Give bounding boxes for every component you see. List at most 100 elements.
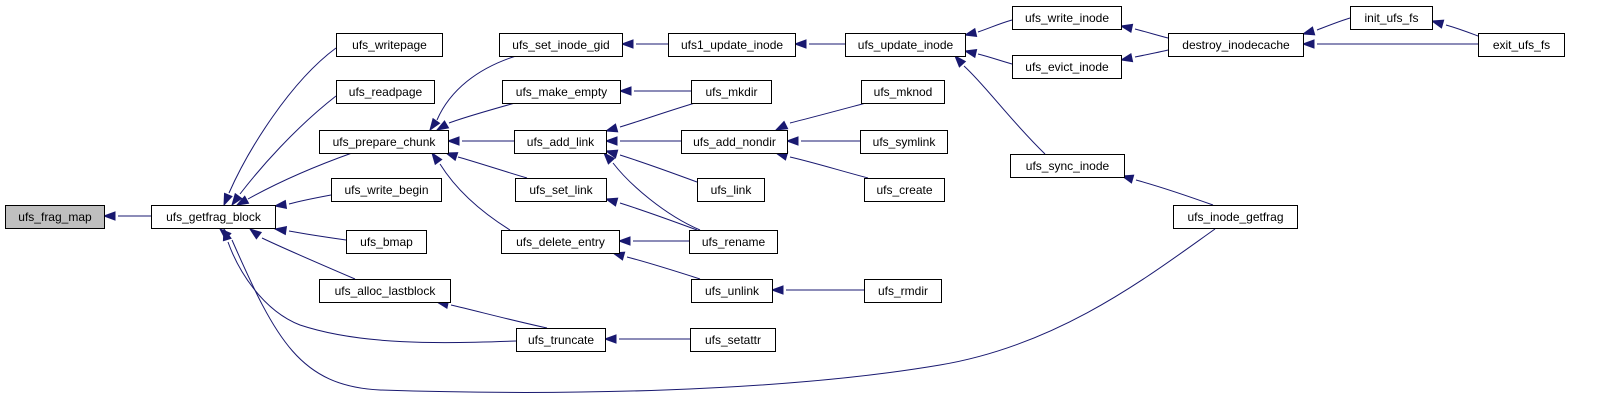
node-box[interactable] — [691, 80, 772, 104]
node-box[interactable] — [1012, 6, 1122, 30]
node-ufs-link[interactable]: ufs_link — [697, 178, 765, 202]
node-ufs-write-inode[interactable]: ufs_write_inode — [1012, 6, 1122, 30]
node-ufs-add-link[interactable]: ufs_add_link — [514, 130, 607, 154]
node-ufs-bmap[interactable]: ufs_bmap — [346, 230, 427, 254]
arrowhead-icon — [785, 136, 799, 146]
node-box[interactable] — [1350, 6, 1433, 30]
nodes-layer: ufs_frag_map ufs_getfrag_block ufs_writepa… — [5, 6, 1565, 352]
node-box[interactable] — [5, 205, 105, 229]
node-ufs-add-nondir[interactable]: ufs_add_nondir — [681, 130, 788, 154]
node-box[interactable] — [331, 178, 442, 202]
node-box[interactable] — [1012, 55, 1122, 79]
node-box[interactable] — [501, 230, 620, 254]
node-ufs-rmdir[interactable]: ufs_rmdir — [864, 279, 942, 303]
node-ufs-symlink[interactable]: ufs_symlink — [860, 130, 948, 154]
node-ufs-writepage[interactable]: ufs_writepage — [336, 33, 443, 57]
node-box[interactable] — [691, 279, 773, 303]
node-box[interactable] — [864, 279, 942, 303]
node-ufs-write-begin[interactable]: ufs_write_begin — [331, 178, 442, 202]
edge-ufs_sync_inode-to-ufs_update_inode — [954, 54, 1046, 155]
node-ufs-readpage[interactable]: ufs_readpage — [336, 80, 435, 104]
node-box[interactable] — [514, 130, 607, 154]
node-box[interactable] — [515, 178, 607, 202]
node-box[interactable] — [319, 279, 451, 303]
node-ufs-inode-getfrag[interactable]: ufs_inode_getfrag — [1173, 205, 1298, 229]
edge-ufs_symlink-to-ufs_add_nondir — [785, 136, 860, 146]
node-ufs-create[interactable]: ufs_create — [864, 178, 945, 202]
edge-ufs_alloc_lastblock-to-ufs_getfrag_block — [248, 228, 356, 280]
arrowhead-icon — [102, 211, 116, 221]
node-ufs-setattr[interactable]: ufs_setattr — [690, 328, 776, 352]
node-box[interactable] — [861, 80, 945, 104]
node-ufs-make-empty[interactable]: ufs_make_empty — [502, 80, 621, 104]
node-box[interactable] — [499, 33, 623, 57]
edge-ufs_mkdir-to-ufs_add_link — [604, 102, 696, 133]
edge-ufs_unlink-to-ufs_delete_entry — [611, 251, 701, 280]
node-ufs-frag-map[interactable]: ufs_frag_map — [5, 205, 105, 229]
node-box[interactable] — [860, 130, 948, 154]
node-box[interactable] — [319, 130, 449, 154]
node-label: exit_ufs_fs — [1493, 38, 1550, 52]
arrowhead-icon — [603, 334, 617, 344]
node-box[interactable] — [1173, 205, 1298, 229]
node-ufs-prepare-chunk[interactable]: ufs_prepare_chunk — [319, 130, 449, 154]
edge-ufs_mkdir-to-ufs_make_empty — [618, 86, 691, 96]
edge-ufs_write_inode-to-ufs_update_inode — [963, 19, 1013, 38]
node-label: ufs_set_inode_gid — [512, 38, 609, 52]
node-box[interactable] — [690, 328, 776, 352]
edge-line — [261, 237, 356, 280]
node-box[interactable] — [1478, 33, 1565, 57]
node-label: ufs1_update_inode — [681, 38, 783, 52]
node-ufs-set-inode-gid[interactable]: ufs_set_inode_gid — [499, 33, 623, 57]
node-ufs-update-inode[interactable]: ufs_update_inode — [845, 33, 966, 57]
edge-ufs_writepage-to-ufs_getfrag_block — [223, 47, 337, 207]
node-ufs-delete-entry[interactable]: ufs_delete_entry — [501, 230, 620, 254]
edge-ufs_rename-to-ufs_set_link — [604, 197, 698, 231]
node-ufs-getfrag-block[interactable]: ufs_getfrag_block — [151, 205, 276, 229]
node-box[interactable] — [151, 205, 276, 229]
node-box[interactable] — [1010, 154, 1125, 178]
node-box[interactable] — [697, 178, 765, 202]
edge-ufs_bmap-to-ufs_getfrag_block — [273, 225, 347, 241]
node-ufs1-update-inode[interactable]: ufs1_update_inode — [668, 33, 796, 57]
node-box[interactable] — [681, 130, 788, 154]
node-ufs-unlink[interactable]: ufs_unlink — [691, 279, 773, 303]
node-ufs-truncate[interactable]: ufs_truncate — [516, 328, 606, 352]
edge-line — [1134, 28, 1169, 39]
edge-ufs_rename-to-ufs_add_link — [603, 151, 701, 231]
node-box[interactable] — [336, 80, 435, 104]
edge-line — [231, 228, 1216, 393]
node-box[interactable] — [864, 178, 945, 202]
edge-exit_ufs_fs-to-init_ufs_fs — [1430, 19, 1479, 37]
arrowhead-icon — [231, 192, 243, 207]
edge-destroy_inodecache-to-ufs_evict_inode — [1119, 49, 1169, 63]
node-box[interactable] — [336, 33, 443, 57]
node-ufs-evict-inode[interactable]: ufs_evict_inode — [1012, 55, 1122, 79]
node-box[interactable] — [845, 33, 966, 57]
node-exit-ufs-fs[interactable]: exit_ufs_fs — [1478, 33, 1565, 57]
edges-layer — [102, 17, 1479, 393]
edge-line — [227, 241, 517, 344]
node-label: ufs_create — [876, 183, 932, 197]
node-label: ufs_truncate — [528, 333, 594, 347]
edge-line — [612, 162, 701, 231]
edge-line — [288, 194, 332, 205]
node-label: ufs_symlink — [873, 135, 937, 149]
node-destroy-inodecache[interactable]: destroy_inodecache — [1168, 33, 1304, 57]
node-ufs-mkdir[interactable]: ufs_mkdir — [691, 80, 772, 104]
node-label: ufs_mkdir — [705, 85, 757, 99]
node-box[interactable] — [502, 80, 621, 104]
node-ufs-set-link[interactable]: ufs_set_link — [515, 178, 607, 202]
node-ufs-sync-inode[interactable]: ufs_sync_inode — [1010, 154, 1125, 178]
node-init-ufs-fs[interactable]: init_ufs_fs — [1350, 6, 1433, 30]
node-ufs-alloc-lastblock[interactable]: ufs_alloc_lastblock — [319, 279, 451, 303]
node-box[interactable] — [346, 230, 427, 254]
node-box[interactable] — [668, 33, 796, 57]
edge-line — [457, 156, 528, 179]
node-box[interactable] — [1168, 33, 1304, 57]
node-ufs-rename[interactable]: ufs_rename — [689, 230, 778, 254]
node-box[interactable] — [516, 328, 606, 352]
node-box[interactable] — [689, 230, 778, 254]
node-ufs-mknod[interactable]: ufs_mknod — [861, 80, 945, 104]
edge-ufs_getfrag_block-to-ufs_frag_map — [102, 211, 151, 221]
